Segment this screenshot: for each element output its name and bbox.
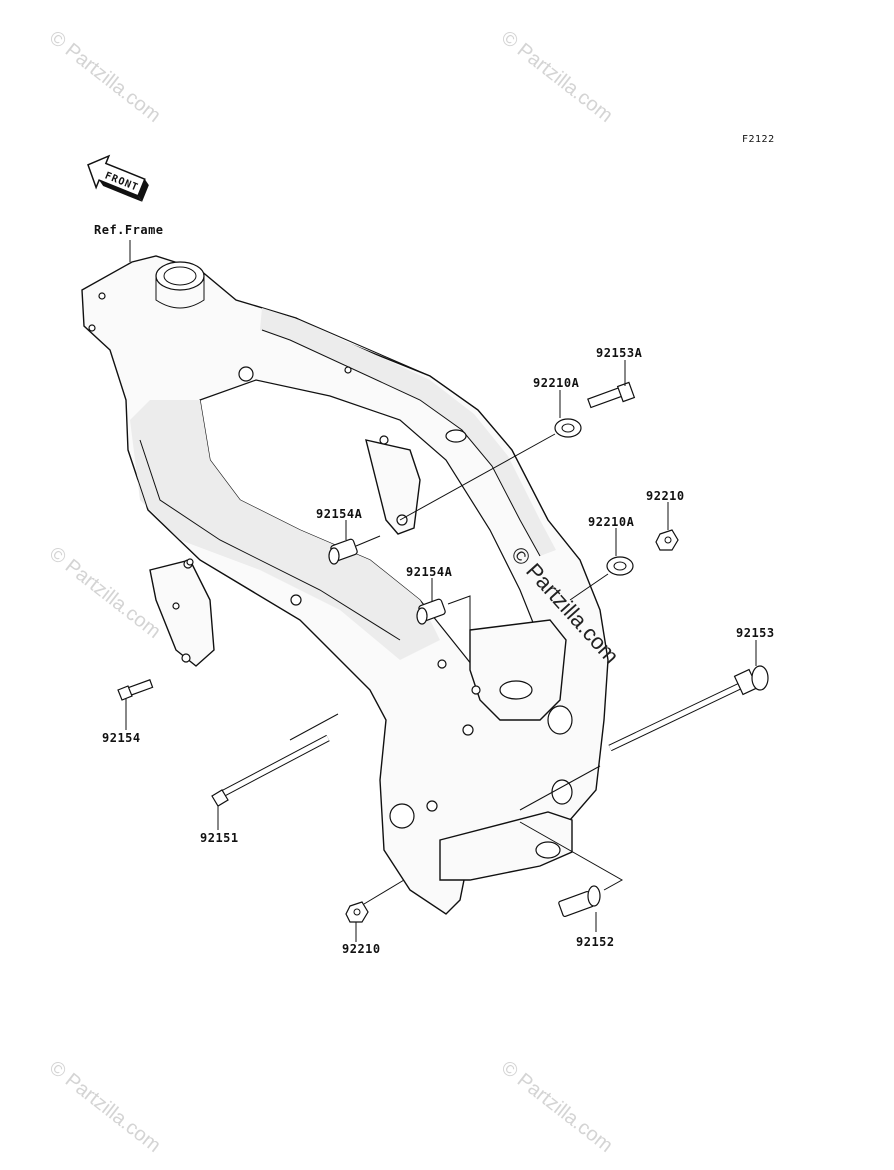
watermark-top-right: © Partzilla.com <box>497 27 617 127</box>
front-arrow-icon: FRONT <box>87 154 149 202</box>
label-92210A-right: 92210A <box>588 515 635 529</box>
label-92210A-top: 92210A <box>533 376 580 390</box>
spacer-92154A-left-icon <box>328 538 358 565</box>
watermark-mid-left: © Partzilla.com <box>45 543 165 643</box>
bolt-92154-icon <box>117 679 154 701</box>
nut-92210-bottom-icon <box>345 901 369 923</box>
label-92153: 92153 <box>736 626 775 640</box>
bolt-92153-icon <box>608 665 769 752</box>
watermark-bottom-right: © Partzilla.com <box>497 1057 617 1157</box>
nut-92210A-top-icon <box>554 418 582 438</box>
label-92152: 92152 <box>576 935 615 949</box>
label-92154A-mid: 92154A <box>406 565 453 579</box>
figure-code: F2122 <box>742 134 775 145</box>
bolt-92153A-icon <box>587 381 636 409</box>
label-92151: 92151 <box>200 831 239 845</box>
watermark-bottom-left: © Partzilla.com <box>45 1057 165 1157</box>
nut-92210A-right-icon <box>606 556 634 576</box>
spacer-92154A-mid-icon <box>416 598 446 625</box>
leader-lines <box>125 360 757 942</box>
ref-frame-label: Ref.Frame <box>94 223 164 237</box>
label-92210-right: 92210 <box>646 489 685 503</box>
frame-illustration <box>81 255 609 915</box>
label-92154A-left: 92154A <box>316 507 363 521</box>
label-92210-bottom: 92210 <box>342 942 381 956</box>
part-labels: 92153A 92210A 92210 92210A 92154A 92154A… <box>102 346 775 956</box>
watermark-top-left: © Partzilla.com <box>45 27 165 127</box>
label-92153A: 92153A <box>596 346 643 360</box>
bolt-92151-icon <box>211 734 330 807</box>
adjuster-92152-icon <box>558 885 601 918</box>
label-92154: 92154 <box>102 731 141 745</box>
nut-92210-right-icon <box>655 529 679 551</box>
